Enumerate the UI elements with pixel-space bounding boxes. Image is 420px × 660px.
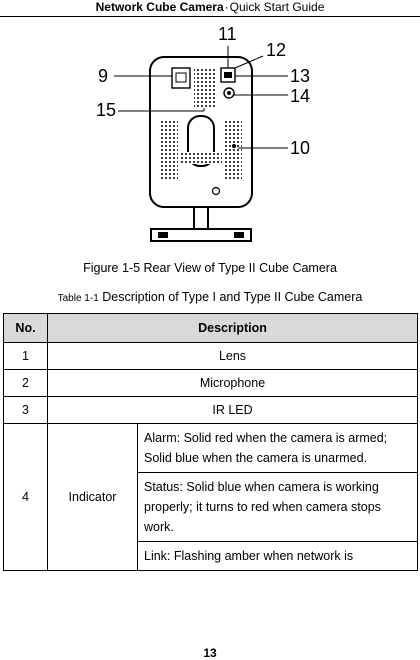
- callout-10: 10: [290, 138, 310, 158]
- stand-base: [150, 228, 252, 242]
- figure-caption: Figure 1-5 Rear View of Type II Cube Cam…: [83, 261, 337, 275]
- column-header-description: Description: [46, 313, 419, 343]
- page-header: Network Cube Camera·Quick Start Guide: [0, 0, 420, 17]
- screw-icon: [211, 186, 221, 196]
- header-title: Network Cube Camera: [95, 0, 224, 14]
- row-description: Lens: [46, 342, 419, 370]
- callout-9: 9: [98, 66, 108, 86]
- indicator-link: Link: Flashing amber when network is: [136, 541, 419, 571]
- network-port-icon: [171, 67, 191, 89]
- row-no: 3: [3, 396, 48, 424]
- table-row: 2 Microphone: [3, 369, 419, 397]
- column-header-no: No.: [3, 313, 48, 343]
- description-table: No. Description 1 Lens 2 Microphone 3 IR…: [3, 313, 419, 571]
- stand-pole: [193, 206, 209, 230]
- table-caption: Table 1-1 Description of Type I and Type…: [0, 290, 420, 304]
- row-no: 1: [3, 342, 48, 370]
- table-caption-text: Description of Type I and Type II Cube C…: [102, 290, 363, 304]
- page-number: 13: [203, 646, 217, 660]
- indicator-alarm: Alarm: Solid red when the camera is arme…: [136, 423, 419, 473]
- rear-view-figure: 9 11 12 13 14 15 10: [96, 24, 310, 242]
- table-row: Status: Solid blue when camera is workin…: [4, 472, 419, 542]
- header-subtitle: Quick Start Guide: [229, 0, 325, 14]
- row-description: Microphone: [46, 369, 419, 397]
- indicator-label: Indicator: [47, 423, 138, 571]
- callout-14: 14: [290, 86, 310, 106]
- callout-15: 15: [96, 100, 116, 120]
- speaker-grille: [194, 68, 216, 108]
- callout-13: 13: [290, 66, 310, 86]
- table-row: 3 IR LED: [3, 396, 419, 424]
- table-row: 4 Indicator Alarm: Solid red when the ca…: [3, 423, 419, 571]
- table-header-row: No. Description: [3, 313, 419, 343]
- indicator-status: Status: Solid blue when camera is workin…: [136, 472, 419, 542]
- table-caption-prefix: Table 1-1: [57, 293, 99, 304]
- row-no: 2: [3, 369, 48, 397]
- callout-11: 11: [218, 24, 237, 44]
- table-row: Link: Flashing amber when network is: [4, 541, 419, 571]
- row-description: IR LED: [46, 396, 419, 424]
- table-row: 1 Lens: [3, 342, 419, 370]
- header-separator: ·: [224, 0, 229, 14]
- callout-12: 12: [266, 40, 286, 60]
- row-no: 4: [3, 423, 48, 571]
